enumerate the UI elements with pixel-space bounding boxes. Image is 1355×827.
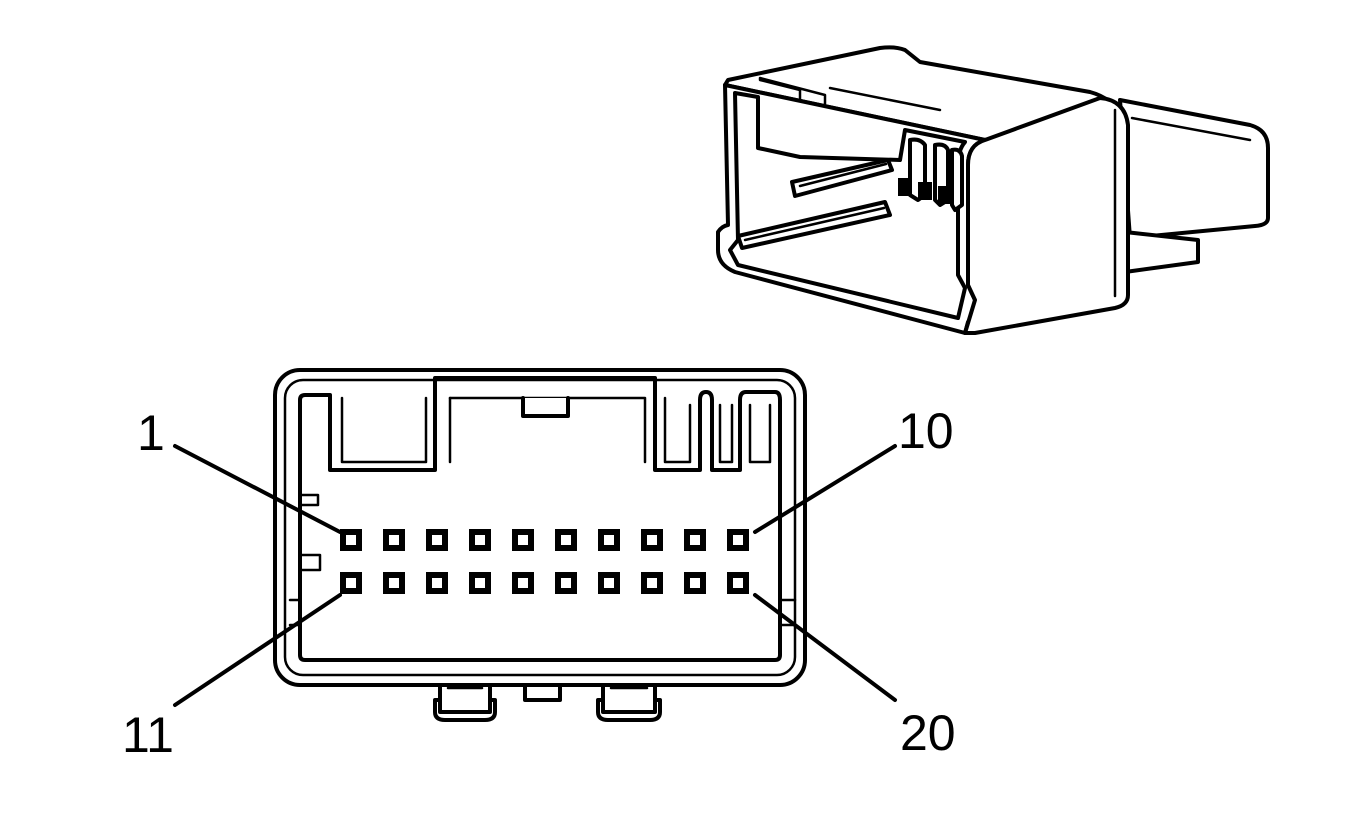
pin-cavity-inner [346, 535, 356, 545]
pin-cavity-inner [647, 578, 657, 588]
pin-cavity [684, 529, 706, 551]
pin-cavity-inner [475, 535, 485, 545]
pin-cavity [340, 572, 362, 594]
leader-pin-20 [753, 593, 897, 702]
pin-cavity-inner [733, 535, 743, 545]
pin-grid [340, 529, 749, 594]
pin-cavity-inner [690, 535, 700, 545]
pin-cavity [512, 529, 534, 551]
pin-cavity-inner [389, 535, 399, 545]
pin-cavity-inner [475, 578, 485, 588]
pin-cavity [598, 572, 620, 594]
pin-cavity-inner [346, 578, 356, 588]
pin-cavity [727, 529, 749, 551]
pin-cavity-inner [733, 578, 743, 588]
pin-cavity [469, 572, 491, 594]
pin-cavity-inner [690, 578, 700, 588]
pin-cavity-inner [604, 578, 614, 588]
pin-cavity-inner [604, 535, 614, 545]
pin-cavity-inner [518, 578, 528, 588]
pin-label-10: 10 [898, 403, 954, 459]
pin-cavity [598, 529, 620, 551]
connector-isometric-view [716, 45, 1270, 335]
pin-cavity [512, 572, 534, 594]
pin-cavity-inner [518, 535, 528, 545]
pin-cavity-inner [432, 535, 442, 545]
pin-cavity [555, 572, 577, 594]
pin-cavity [383, 529, 405, 551]
leader-pin-11 [173, 593, 342, 707]
pin-cavity [684, 572, 706, 594]
pin-cavity [426, 572, 448, 594]
leader-pin-1 [173, 444, 342, 534]
connector-front-view: 1 10 11 20 [122, 368, 956, 763]
pin-cavity [426, 529, 448, 551]
pin-cavity [383, 572, 405, 594]
pin-cavity-inner [561, 535, 571, 545]
leader-pin-10 [753, 444, 897, 534]
pin-cavity [727, 572, 749, 594]
pin-cavity [555, 529, 577, 551]
pin-label-11: 11 [122, 707, 174, 763]
pin-cavity-inner [561, 578, 571, 588]
pin-cavity-inner [389, 578, 399, 588]
pin-cavity-inner [647, 535, 657, 545]
pin-label-20: 20 [900, 705, 956, 761]
pin-cavity [641, 572, 663, 594]
pin-cavity-inner [432, 578, 442, 588]
pin-label-1: 1 [137, 405, 165, 461]
pin-cavity [340, 529, 362, 551]
pin-cavity [469, 529, 491, 551]
pin-cavity [641, 529, 663, 551]
